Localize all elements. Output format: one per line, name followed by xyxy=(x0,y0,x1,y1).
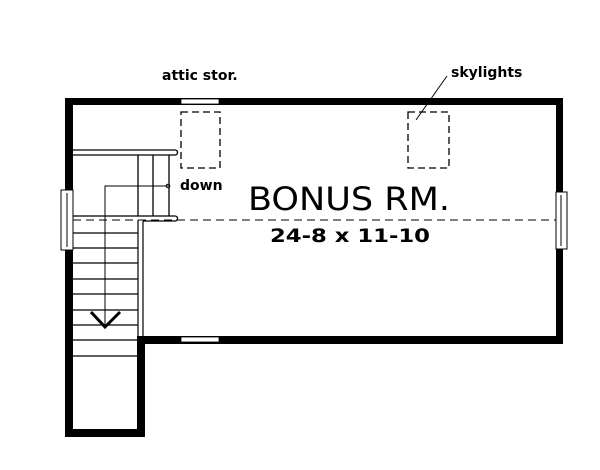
stairs-down-label: down xyxy=(180,178,223,194)
exterior-walls xyxy=(65,98,563,437)
room-dimensions: 24-8 x 11-10 xyxy=(270,225,430,247)
skylights-label: skylights xyxy=(451,65,522,81)
skylights-leader xyxy=(415,75,448,121)
attic-access-opening xyxy=(180,98,220,105)
skylight-right xyxy=(407,111,450,169)
skylight-left xyxy=(180,111,221,169)
stair-wall xyxy=(137,220,144,337)
room-name: BONUS RM. xyxy=(248,180,450,218)
stair-direction-arrow-icon xyxy=(89,183,171,330)
bottom-window xyxy=(180,336,220,343)
attic-storage-label: attic stor. xyxy=(162,68,238,84)
